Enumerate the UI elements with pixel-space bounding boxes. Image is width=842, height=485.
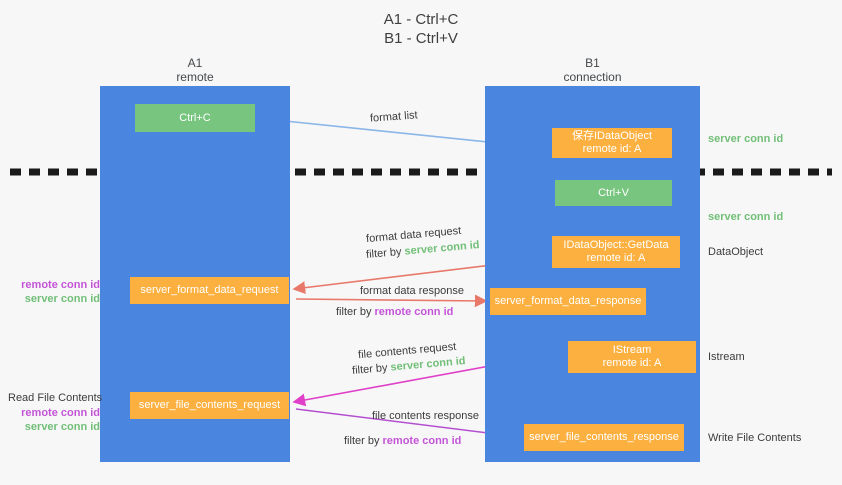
node-server-file-contents-response[interactable]: server_file_contents_response [524,424,684,451]
filter-prefix: filter by [344,435,383,447]
arrow-format-data-response [295,294,488,308]
lane-header-b1: B1 connection [563,56,622,84]
filter-value-remote-conn-id: remote conn id [374,306,454,318]
label-file-contents-response-filter: filter by remote conn id [344,434,461,449]
filter-prefix: filter by [365,245,406,261]
page-title: A1 - Ctrl+C B1 - Ctrl+V [383,11,459,47]
filter-value-remote-conn-id: remote conn id [382,435,462,447]
annotation-dataobject: DataObject [708,246,764,258]
lane-header-a1: A1 remote [176,56,214,84]
node-server-format-data-request[interactable]: server_format_data_request [130,277,289,304]
label-format-data-response-filter: filter by remote conn id [336,305,453,320]
node-server-file-contents-request[interactable]: server_file_contents_request [130,392,289,419]
node-save-idataobject[interactable]: 保存IDataObject remote id: A [552,128,672,158]
label-format-data-response: format data response [360,285,464,297]
annotation-left-conn-ids-bottom: remote conn id server conn id [8,406,100,434]
arrow-file-contents-response [295,408,522,442]
filter-prefix: filter by [351,361,392,377]
node-server-format-data-response[interactable]: server_format_data_response [490,288,646,315]
filter-prefix: filter by [336,306,375,318]
node-ctrl-c[interactable]: Ctrl+C [135,104,255,132]
annotation-server-conn-id: server conn id [24,293,100,305]
node-idataobject-getdata[interactable]: IDataObject::GetData remote id: A [552,236,680,268]
label-file-contents-response: file contents response [372,410,480,422]
annotation-write-file-contents: Write File Contents [708,432,802,444]
annotation-istream: Istream [708,351,745,363]
node-ctrl-v[interactable]: Ctrl+V [555,180,672,206]
annotation-read-file-contents: Read File Contents [8,392,103,404]
annotation-left-conn-ids-top: remote conn id server conn id [8,278,100,306]
annotation-server-conn-id-mid: server conn id [708,211,784,223]
annotation-server-conn-id: server conn id [24,421,100,433]
node-istream[interactable]: IStream remote id: A [568,341,696,373]
annotation-server-conn-id-top: server conn id [708,133,784,145]
annotation-remote-conn-id: remote conn id [21,279,100,291]
annotation-remote-conn-id: remote conn id [21,407,100,419]
